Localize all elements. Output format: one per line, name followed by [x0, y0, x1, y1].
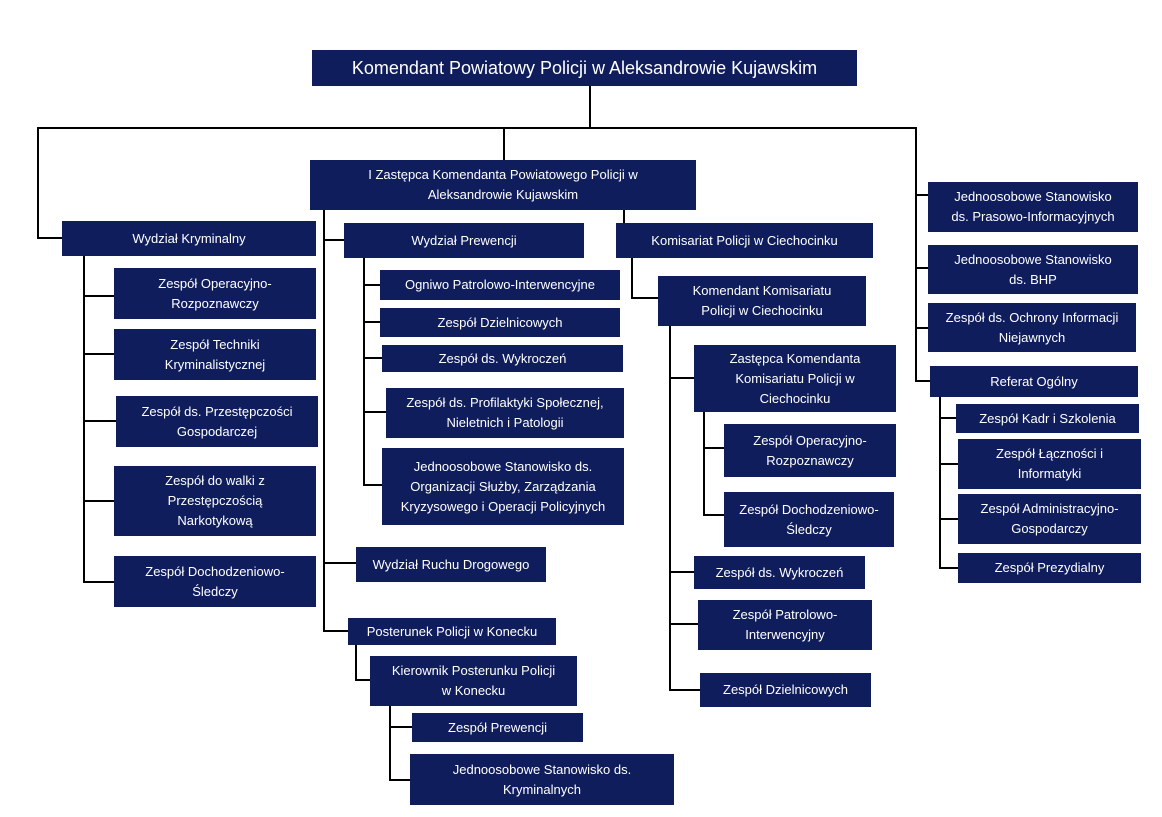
ciechocinek-item: Zespół Dzielnicowych: [700, 673, 871, 707]
kryminalny-item: Zespół Operacyjno- Rozpoznawczy: [114, 268, 316, 319]
kryminalny-item: Zespół do walki z Przestępczością Narkot…: [114, 466, 316, 536]
ciechocinek-deputy-item: Zespół Operacyjno- Rozpoznawczy: [724, 424, 896, 477]
referat-item: Zespół Kadr i Szkolenia: [956, 404, 1139, 433]
referat-item: Zespół Łączności i Informatyki: [958, 439, 1141, 489]
kryminalny-item: Zespół ds. Przestępczości Gospodarczej: [116, 396, 318, 447]
referat-ogolny-box: Referat Ogólny: [930, 366, 1138, 397]
head-box: Komendant Powiatowy Policji w Aleksandro…: [312, 50, 857, 86]
ciechocinek-deputy-item: Zespół Dochodzeniowo- Śledczy: [724, 492, 894, 547]
kierownik-posterunku-box: Kierownik Posterunku Policji w Konecku: [370, 656, 577, 706]
ciechocinek-item: Zespół Patrolowo- Interwencyjny: [698, 600, 872, 650]
prewencja-item: Zespół ds. Profilaktyki Społecznej, Niel…: [386, 388, 624, 438]
referat-item: Zespół Administracyjno- Gospodarczy: [958, 494, 1141, 544]
ciechocinek-item: Zespół ds. Wykroczeń: [694, 556, 865, 589]
zastepca-komendanta-komisariatu-box: Zastępca Komendanta Komisariatu Policji …: [694, 345, 896, 412]
konecko-item: Jednoosobowe Stanowisko ds. Kryminalnych: [410, 754, 674, 805]
posterunek-konecko-box: Posterunek Policji w Konecku: [348, 618, 556, 645]
right-item: Zespół ds. Ochrony Informacji Niejawnych: [928, 303, 1136, 352]
komisariat-ciechocinek-box: Komisariat Policji w Ciechocinku: [616, 223, 873, 258]
kryminalny-item: Zespół Dochodzeniowo- Śledczy: [114, 556, 316, 607]
wydzial-ruchu-drogowego-box: Wydział Ruchu Drogowego: [356, 547, 546, 582]
right-item: Jednoosobowe Stanowisko ds. Prasowo-Info…: [928, 182, 1138, 232]
prewencja-item: Ogniwo Patrolowo-Interwencyjne: [380, 270, 620, 300]
prewencja-item: Zespół Dzielnicowych: [380, 308, 620, 337]
komendant-komisariatu-box: Komendant Komisariatu Policji w Ciechoci…: [658, 276, 866, 326]
konecko-item: Zespół Prewencji: [412, 713, 583, 742]
referat-item: Zespół Prezydialny: [958, 553, 1141, 583]
deputy-box: I Zastępca Komendanta Powiatowego Policj…: [310, 160, 696, 210]
prewencja-item: Zespół ds. Wykroczeń: [382, 345, 623, 372]
prewencja-item: Jednoosobowe Stanowisko ds. Organizacji …: [382, 448, 624, 525]
right-item: Jednoosobowe Stanowisko ds. BHP: [928, 245, 1138, 294]
wydzial-prewencji-box: Wydział Prewencji: [344, 223, 584, 258]
wydzial-kryminalny-box: Wydział Kryminalny: [62, 221, 316, 256]
kryminalny-item: Zespół Techniki Kryminalistycznej: [114, 329, 316, 380]
